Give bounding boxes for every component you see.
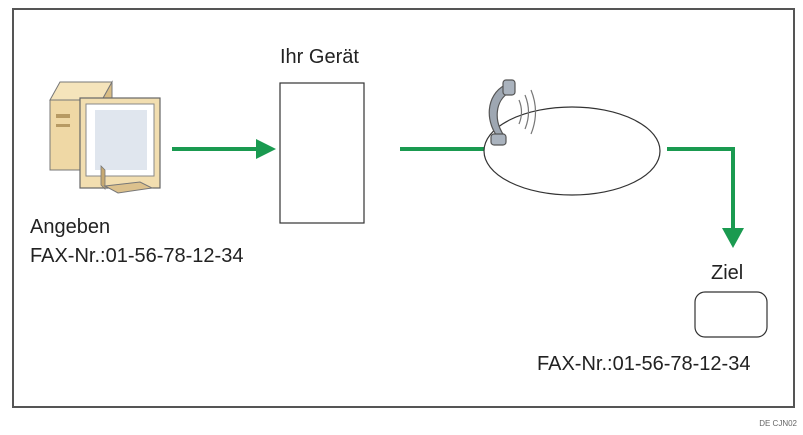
arrow-network-to-destination [667,147,744,248]
destination-label: Ziel [711,262,744,284]
device-box [279,82,365,224]
destination-box [694,291,768,338]
sender-label: Angeben [30,216,111,238]
sender-fax-number: FAX-Nr.:01-56-78-12-34 [30,245,244,267]
telephone-handset-icon [488,79,537,146]
diagram-frame [12,8,795,408]
figure-code: DE CJN02 [759,419,797,428]
computer-icon [49,80,161,194]
arrow-computer-to-device [172,139,276,159]
device-label: Ihr Gerät [280,46,359,68]
telephone-network [483,106,661,196]
destination-fax-number: FAX-Nr.:01-56-78-12-34 [537,353,751,375]
